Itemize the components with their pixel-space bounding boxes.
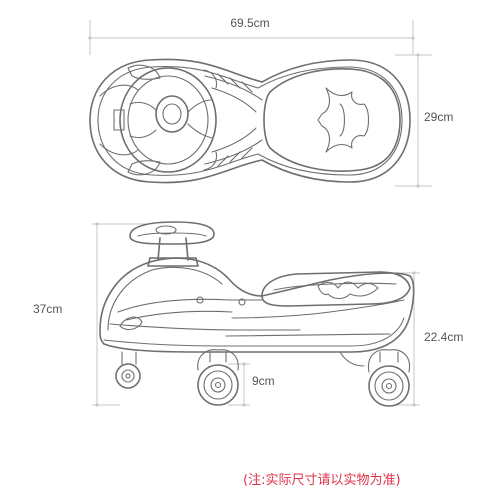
top-width-label: 29cm bbox=[424, 110, 453, 124]
side-height-label: 37cm bbox=[33, 302, 62, 316]
top-width-dimension: 29cm bbox=[395, 53, 453, 188]
side-height-dimension: 37cm bbox=[33, 222, 150, 407]
disclaimer-note: (注:实际尺寸请以实物为准) bbox=[243, 473, 401, 488]
wheel-height-label: 9cm bbox=[252, 374, 275, 388]
top-view-car bbox=[89, 58, 411, 184]
top-length-dimension: 69.5cm bbox=[88, 16, 415, 55]
top-length-label: 69.5cm bbox=[230, 16, 269, 30]
wheel-height-dimension: 9cm bbox=[228, 362, 275, 407]
side-view-car bbox=[99, 221, 415, 407]
seat-height-label: 22.4cm bbox=[424, 330, 463, 344]
